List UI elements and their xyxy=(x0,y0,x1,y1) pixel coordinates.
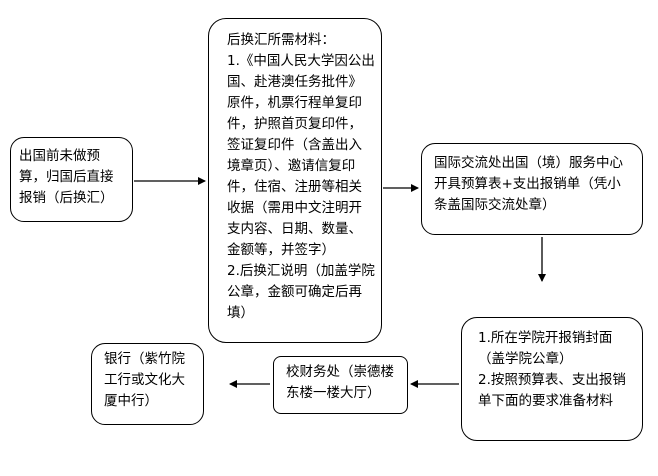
intl-office-box: 国际交流处出国（境）服务中心开具预算表+支出报销单（凭小条盖国际交流处章） xyxy=(421,143,643,235)
required-materials-box: 后换汇所需材料： 1.《中国人民大学因公出国、赴港澳任务批件》原件，机票行程单复… xyxy=(208,18,382,343)
college-step-1: 1.所在学院开报销封面（盖学院公章） xyxy=(478,330,613,367)
intl-office-text: 国际交流处出国（境）服务中心开具预算表+支出报销单（凭小条盖国际交流处章） xyxy=(434,155,623,213)
materials-item-2: 2.后换汇说明（加盖学院公章，金额可确定后再填） xyxy=(227,263,375,321)
pre-departure-no-budget-box: 出国前未做预算，归国后直接报销（后换汇） xyxy=(10,137,133,222)
college-step-2: 2.按照预算表、支出报销单下面的要求准备材料 xyxy=(478,372,626,409)
materials-item-1: 1.《中国人民大学因公出国、赴港澳任务批件》原件，机票行程单复印件，护照首页复印… xyxy=(227,53,375,258)
finance-office-text: 校财务处（崇德楼东楼一楼大厅） xyxy=(286,364,394,401)
materials-title: 后换汇所需材料： xyxy=(227,32,335,48)
bank-box: 银行（紫竹院工行或文化大厦中行） xyxy=(91,343,204,425)
bank-text: 银行（紫竹院工行或文化大厦中行） xyxy=(104,351,185,409)
finance-office-box: 校财务处（崇德楼东楼一楼大厅） xyxy=(273,356,408,414)
pre-departure-text: 出国前未做预算，归国后直接报销（后换汇） xyxy=(19,148,114,206)
college-steps-box: 1.所在学院开报销封面（盖学院公章） 2.按照预算表、支出报销单下面的要求准备材… xyxy=(461,317,643,441)
